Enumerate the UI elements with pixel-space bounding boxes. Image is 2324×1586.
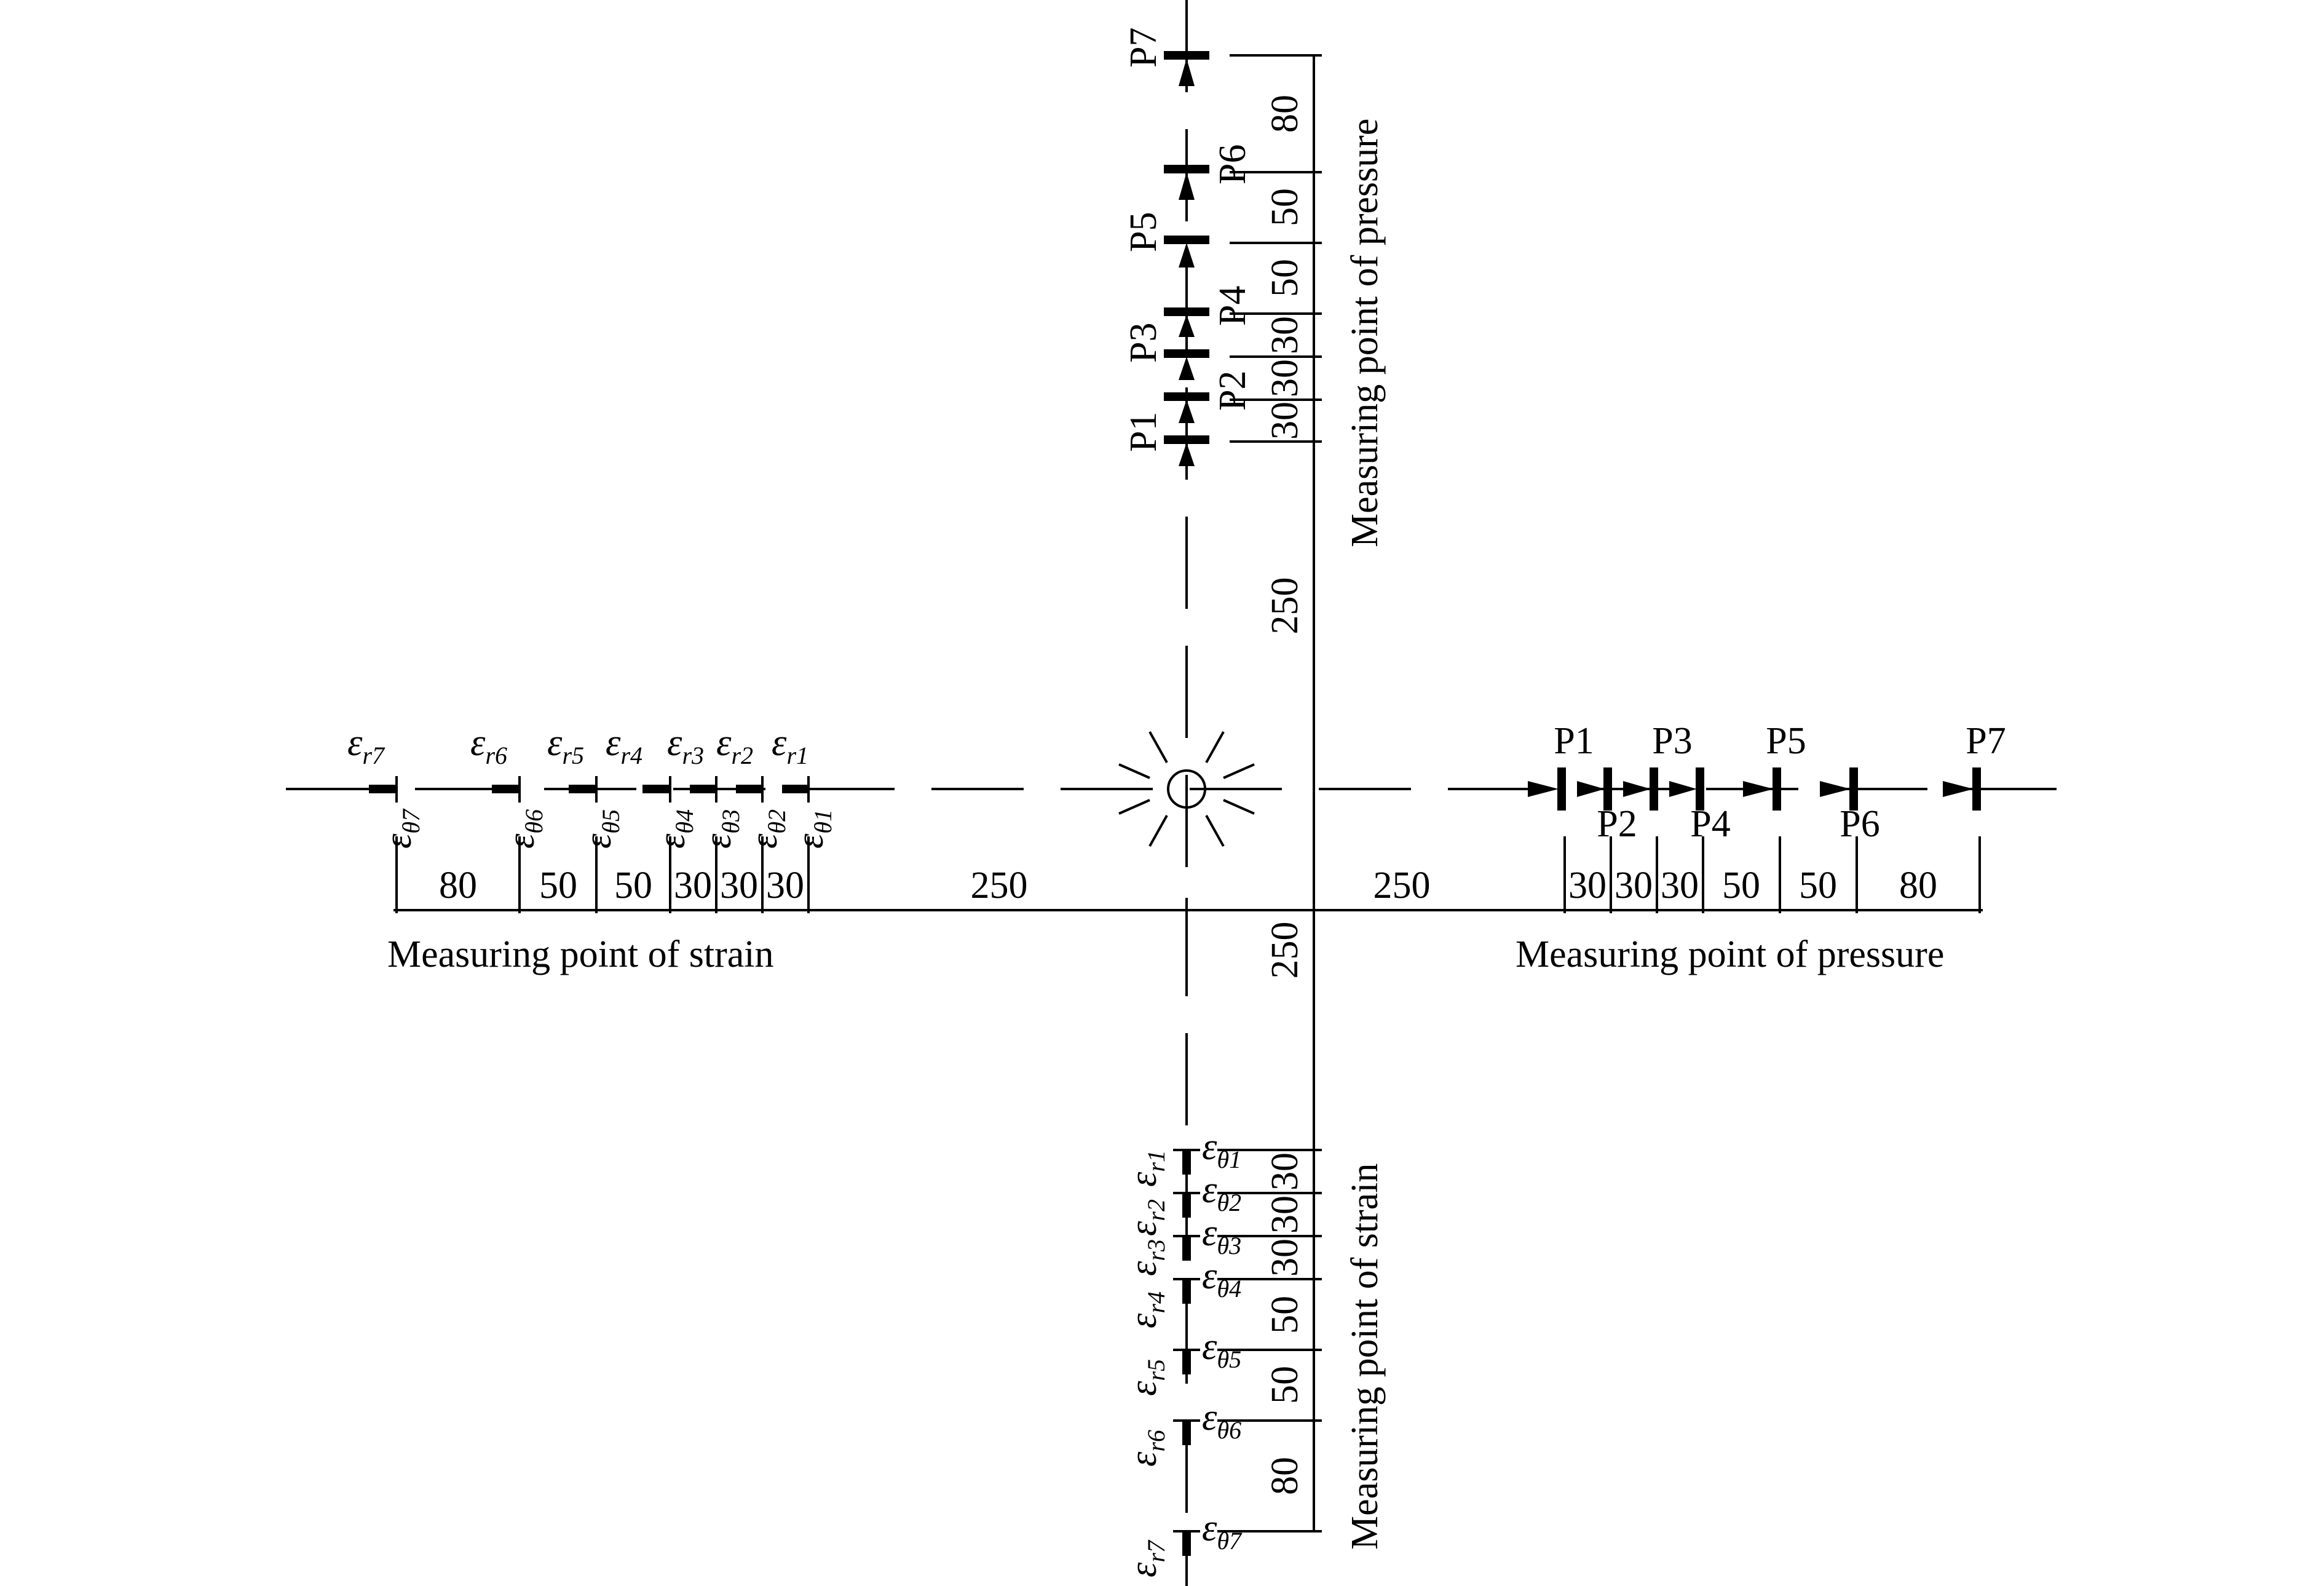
dim-bottom-30b: 30 bbox=[1264, 1195, 1306, 1234]
label-right-p7: P7 bbox=[1966, 720, 2006, 762]
arrow-icon bbox=[1179, 58, 1195, 86]
dim-left-50a: 50 bbox=[539, 865, 577, 906]
dim-right-30c: 30 bbox=[1661, 865, 1699, 906]
dim-right-250: 250 bbox=[1373, 865, 1431, 906]
left-strain-gauges bbox=[369, 776, 810, 803]
arrow-icon bbox=[1179, 315, 1195, 337]
top-pressure-sensors bbox=[1164, 51, 1209, 466]
left-dimension-chain bbox=[393, 836, 1313, 922]
label-left-er7: εr7 bbox=[347, 722, 385, 769]
dim-top-250: 250 bbox=[1264, 577, 1306, 635]
dim-top-30c: 30 bbox=[1264, 402, 1306, 440]
dim-left-50b: 50 bbox=[614, 865, 652, 906]
dim-right-30a: 30 bbox=[1568, 865, 1607, 906]
label-bottom-et1: εθ1 bbox=[1202, 1126, 1241, 1173]
label-bottom-et5: εθ5 bbox=[1202, 1326, 1241, 1373]
label-left-strain: Measuring point of strain bbox=[387, 934, 774, 975]
dim-bottom-80: 80 bbox=[1264, 1457, 1306, 1495]
label-bottom-er5: εr5 bbox=[1123, 1359, 1170, 1396]
label-left-et2: εθ2 bbox=[743, 809, 791, 849]
label-right-p3: P3 bbox=[1652, 720, 1692, 762]
label-bottom-er1: εr1 bbox=[1123, 1150, 1170, 1187]
arrow-icon bbox=[1179, 443, 1195, 466]
dim-left-250: 250 bbox=[971, 865, 1028, 906]
dim-right-50b: 50 bbox=[1799, 865, 1837, 906]
arrow-icon bbox=[1577, 781, 1605, 797]
label-bottom-et4: εθ4 bbox=[1202, 1255, 1241, 1303]
label-left-et4: εθ4 bbox=[651, 809, 698, 849]
label-bottom-er2: εr2 bbox=[1123, 1199, 1170, 1236]
label-left-er1: εr1 bbox=[772, 722, 808, 769]
dim-bottom-30a: 30 bbox=[1264, 1152, 1306, 1191]
right-dimension-chain bbox=[1313, 836, 1983, 913]
label-right-p6: P6 bbox=[1840, 803, 1879, 845]
label-left-et1: εθ1 bbox=[789, 809, 837, 849]
label-top-p2: P2 bbox=[1212, 371, 1254, 411]
arrow-icon bbox=[1179, 400, 1195, 423]
arrow-icon bbox=[1179, 172, 1195, 200]
label-bottom-et3: εθ3 bbox=[1202, 1212, 1241, 1259]
dim-bottom-250: 250 bbox=[1264, 922, 1306, 979]
label-top-p7: P7 bbox=[1123, 28, 1164, 68]
arrow-icon bbox=[1743, 781, 1774, 797]
arrow-icon bbox=[1820, 781, 1851, 797]
label-left-et3: εθ3 bbox=[697, 809, 745, 849]
label-left-et7: εθ7 bbox=[377, 808, 425, 849]
dim-top-30b: 30 bbox=[1264, 359, 1306, 397]
dim-top-80: 80 bbox=[1264, 95, 1306, 133]
dim-right-50a: 50 bbox=[1722, 865, 1760, 906]
dim-right-30b: 30 bbox=[1615, 865, 1653, 906]
label-bottom-strain: Measuring point of strain bbox=[1344, 1163, 1386, 1550]
label-bottom-et6: εθ6 bbox=[1202, 1397, 1241, 1444]
label-top-pressure: Measuring point of pressure bbox=[1344, 119, 1386, 547]
arrow-icon bbox=[1179, 243, 1195, 268]
label-left-er4: εr4 bbox=[606, 722, 642, 769]
bottom-dimension-chain bbox=[1217, 1149, 1322, 1532]
label-right-pressure: Measuring point of pressure bbox=[1516, 934, 1944, 975]
label-top-p1: P1 bbox=[1123, 412, 1164, 452]
label-bottom-er7: εr7 bbox=[1123, 1539, 1170, 1577]
top-dimension-chain bbox=[1230, 54, 1322, 1531]
dim-left-30c: 30 bbox=[766, 865, 804, 906]
label-bottom-er6: εr6 bbox=[1123, 1430, 1170, 1467]
arrow-icon bbox=[1179, 357, 1195, 380]
label-left-er5: εr5 bbox=[547, 722, 584, 769]
label-left-et5: εθ5 bbox=[577, 809, 625, 849]
dim-top-50b: 50 bbox=[1264, 259, 1306, 297]
arrow-icon bbox=[1943, 781, 1974, 797]
label-bottom-er3: εr3 bbox=[1123, 1239, 1170, 1276]
label-top-p6: P6 bbox=[1212, 145, 1254, 184]
label-left-er6: εr6 bbox=[470, 722, 507, 769]
dim-left-30b: 30 bbox=[720, 865, 758, 906]
bottom-strain-gauges bbox=[1173, 1149, 1200, 1556]
dim-bottom-50b: 50 bbox=[1264, 1366, 1306, 1404]
label-top-p5: P5 bbox=[1123, 212, 1164, 252]
label-right-p5: P5 bbox=[1766, 720, 1806, 762]
label-right-p4: P4 bbox=[1690, 803, 1730, 845]
label-top-p3: P3 bbox=[1123, 323, 1164, 363]
label-bottom-et2: εθ2 bbox=[1202, 1169, 1241, 1216]
label-bottom-et7: εθ7 bbox=[1202, 1507, 1243, 1555]
explosion-center-icon bbox=[1118, 731, 1255, 847]
label-right-p2: P2 bbox=[1597, 803, 1637, 845]
dim-left-80: 80 bbox=[439, 865, 477, 906]
dim-bottom-50a: 50 bbox=[1264, 1296, 1306, 1334]
arrow-icon bbox=[1669, 781, 1697, 797]
dim-bottom-30c: 30 bbox=[1264, 1239, 1306, 1277]
dim-top-50a: 50 bbox=[1264, 188, 1306, 226]
arrow-icon bbox=[1623, 781, 1651, 797]
dim-right-80: 80 bbox=[1899, 865, 1937, 906]
label-top-p4: P4 bbox=[1212, 286, 1254, 326]
label-left-er2: εr2 bbox=[716, 722, 753, 769]
label-bottom-er4: εr4 bbox=[1123, 1291, 1170, 1328]
dim-top-30a: 30 bbox=[1264, 316, 1306, 354]
label-left-er3: εr3 bbox=[667, 722, 704, 769]
right-pressure-sensors bbox=[1528, 767, 1981, 811]
dim-left-30a: 30 bbox=[674, 865, 712, 906]
label-left-et6: εθ6 bbox=[500, 809, 548, 849]
arrow-icon bbox=[1528, 781, 1559, 797]
label-right-p1: P1 bbox=[1554, 720, 1594, 762]
